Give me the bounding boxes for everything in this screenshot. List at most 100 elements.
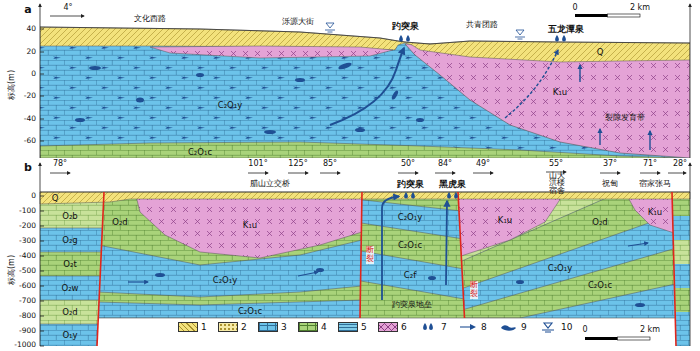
dip-arrow: [320, 173, 340, 174]
legend-item: 5: [338, 321, 367, 333]
dip-angle: 55°: [549, 160, 563, 168]
section-a: [40, 27, 690, 62]
scale-bar: [575, 14, 608, 17]
water-table-symbol: [325, 23, 335, 32]
fault-block: [670, 192, 692, 346]
dip-arrow: [600, 173, 620, 174]
dip-arrow: [288, 173, 308, 174]
axis-tick: -600: [19, 282, 36, 290]
axis-tick: -400: [19, 252, 36, 260]
spring-symbol: [399, 35, 403, 42]
spring-name: 趵突泉: [392, 22, 419, 31]
place-name: 山大洪楼宿舍: [545, 172, 568, 196]
legend-number: 7: [441, 323, 447, 332]
dip-angle: 49°: [476, 160, 490, 168]
scale-bar: [575, 14, 640, 17]
dip-angle: 85°: [323, 160, 337, 168]
legend-item: 6: [378, 321, 407, 333]
flow-arrow: [446, 201, 447, 285]
dip-angle: 37°: [603, 160, 617, 168]
fault-block: [670, 288, 692, 312]
fault-label: 断裂: [470, 281, 478, 299]
dip-arrow: [668, 173, 686, 174]
fault-block: [40, 324, 110, 346]
formation-label: C₂O₁y: [218, 101, 242, 110]
legend-swatch: [218, 322, 238, 332]
dip-arrow: [248, 173, 268, 174]
fault-block: [95, 192, 365, 318]
formation-label: K₁u: [648, 208, 662, 217]
panel-letter: b: [24, 162, 32, 173]
scale-bar: [585, 337, 650, 340]
legend-swatch: [298, 322, 318, 332]
dip-arrow: [640, 173, 660, 174]
legend-number: 2: [241, 323, 247, 332]
formation-label: O₂g: [62, 236, 78, 245]
legend-symbol: [498, 321, 518, 333]
legend-symbol: [429, 323, 433, 330]
fault-block: [98, 300, 362, 318]
karst-cavity: [295, 78, 305, 82]
legend-number: 9: [521, 323, 527, 332]
karst-cavity: [416, 118, 424, 122]
formation-label: K₁u: [553, 88, 567, 97]
horst-block: [355, 199, 470, 240]
formation-label: C₂O₁c: [238, 307, 262, 316]
place-name: 祝甸: [602, 180, 618, 188]
scale-label: 0: [582, 326, 587, 334]
dip-angle: 4°: [63, 4, 72, 12]
axis: [40, 163, 41, 346]
legend-number: 4: [321, 323, 327, 332]
formation-label: O₂d: [592, 218, 608, 227]
formation-label: C₂O₁c: [588, 281, 612, 290]
karst-cavity: [75, 118, 85, 122]
axis-tick: 20: [26, 48, 36, 56]
axis-tick: -300: [19, 237, 36, 245]
legend-symbol: [538, 321, 558, 333]
formation-label: O₁y: [62, 331, 77, 340]
spring-name: 趵突泉: [397, 180, 424, 189]
scale-bar: [608, 14, 641, 17]
formation-label: O₂t: [63, 260, 76, 269]
karst-cavity: [391, 90, 399, 101]
formation-label: C₂O₁y: [398, 213, 422, 222]
fault-block: [455, 192, 680, 318]
horst-block: [428, 276, 436, 280]
formation-label: O₂b: [62, 212, 78, 221]
place-name: 宿家张马: [639, 180, 671, 188]
zone-label: 趵突泉地垒: [392, 301, 432, 309]
flow-arrow: [330, 48, 404, 125]
flow-arrow: [649, 131, 650, 150]
place-name: 共青团路: [466, 21, 498, 29]
spring-symbol: [406, 35, 410, 42]
axis-tick: -1000: [14, 341, 36, 349]
dip-arrow: [473, 173, 493, 174]
axis-title: 标高(m): [8, 255, 16, 285]
flow-arrow: [382, 197, 399, 301]
horst-block: [355, 192, 470, 318]
fault-block: [40, 252, 110, 276]
dip-arrow: [398, 173, 418, 174]
spring-name: 黑虎泉: [439, 180, 466, 189]
fault-block: [635, 303, 645, 307]
legend-item: 2: [218, 321, 247, 333]
spring-symbol: [404, 192, 458, 199]
spring-name: 五龙潭泉: [548, 25, 584, 34]
formation-label: C₂f: [404, 271, 416, 280]
flow-arrow: [128, 281, 148, 282]
spring-symbol: [447, 192, 451, 199]
fault-block: [516, 280, 645, 307]
axis-tick: -20: [24, 92, 36, 100]
scale-bar: [585, 337, 618, 340]
axis-tick: -60: [24, 137, 36, 145]
scale-label: 0: [572, 4, 577, 12]
axis-title: 标高(m): [8, 70, 16, 100]
legend-item: 9: [498, 321, 527, 333]
scale-label: 2 km: [640, 326, 660, 334]
flow-arrow: [128, 197, 648, 301]
fault-block: [670, 312, 692, 346]
formation-label: Q: [52, 194, 59, 203]
flow-arrow: [505, 50, 558, 118]
legend-number: 8: [481, 323, 487, 332]
fault-block: [135, 192, 362, 258]
